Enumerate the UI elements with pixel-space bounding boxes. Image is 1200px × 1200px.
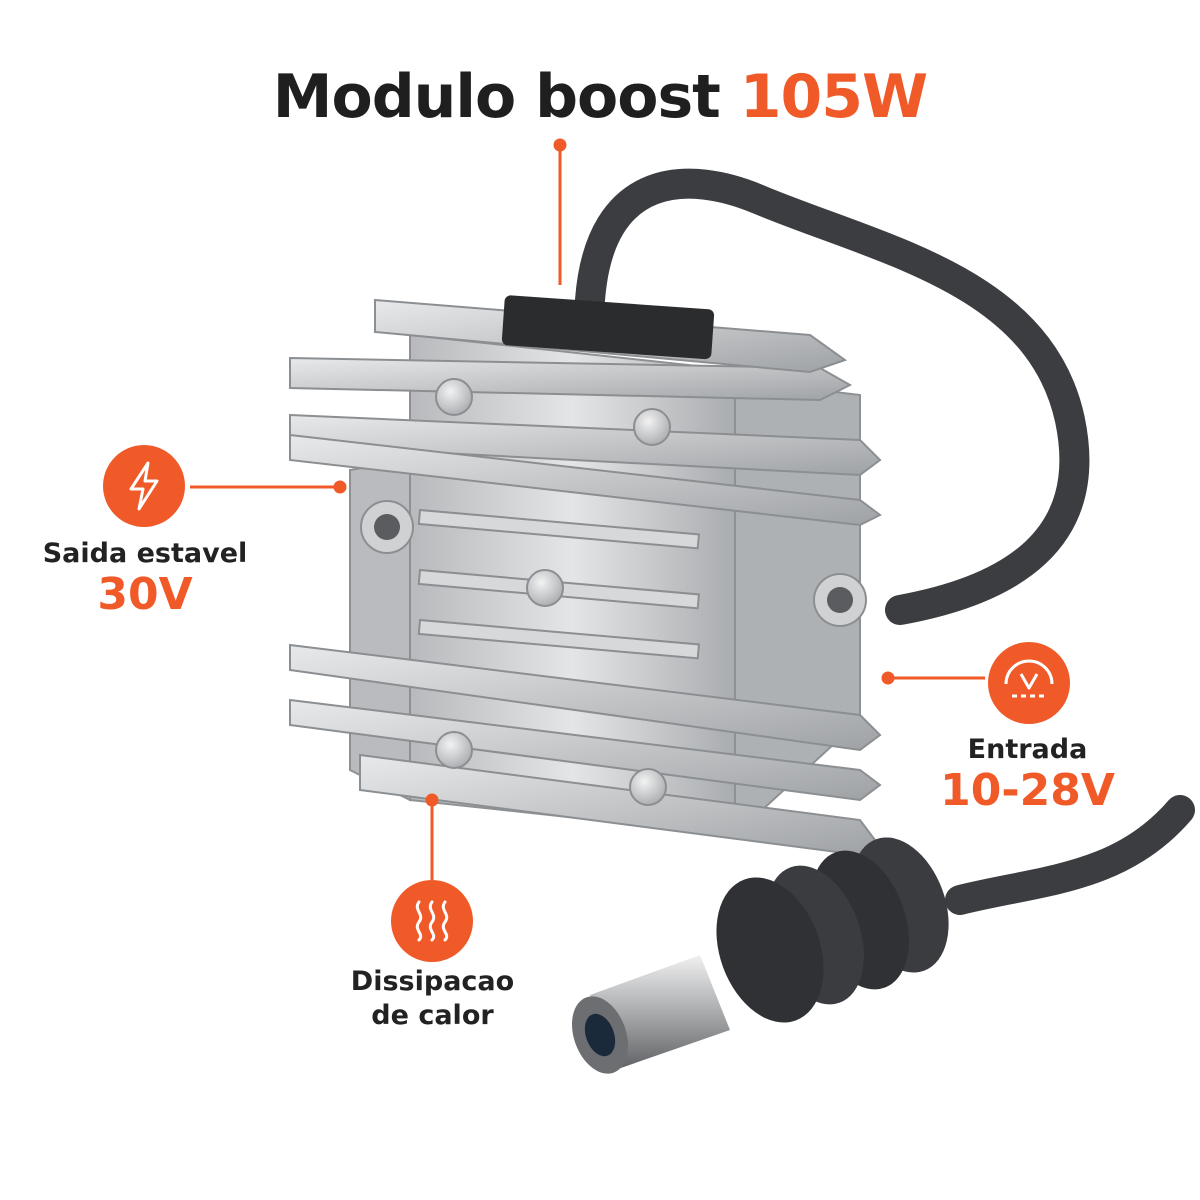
output-value: 30V [97,568,193,620]
title-main: Modulo boost [272,62,721,132]
cable-gland [501,295,715,360]
heat-feature: Dissipacao de calor [330,965,535,1033]
heatsink-fins [289,298,882,857]
heat-waves-icon [391,880,473,962]
lightning-bolt-icon [103,445,185,527]
output-label: Saida estavel [42,538,248,569]
screws [435,378,671,806]
heat-line1: Dissipacao [350,966,515,997]
cable-lower [945,795,1195,915]
dc-plug [571,837,949,1074]
input-value: 10-28V [940,764,1115,816]
voltage-meter-icon [988,642,1070,724]
input-label: Entrada [967,734,1088,765]
title-accent: 105W [739,62,928,132]
cable [575,168,1090,625]
heat-line2: de calor [371,999,494,1031]
mounting-holes [360,500,867,627]
output-feature: Saida estavel 30V [40,537,250,619]
callout-lines [190,138,985,880]
input-feature: Entrada 10-28V [925,733,1130,815]
page-title: Modulo boost 105W [0,62,1200,132]
